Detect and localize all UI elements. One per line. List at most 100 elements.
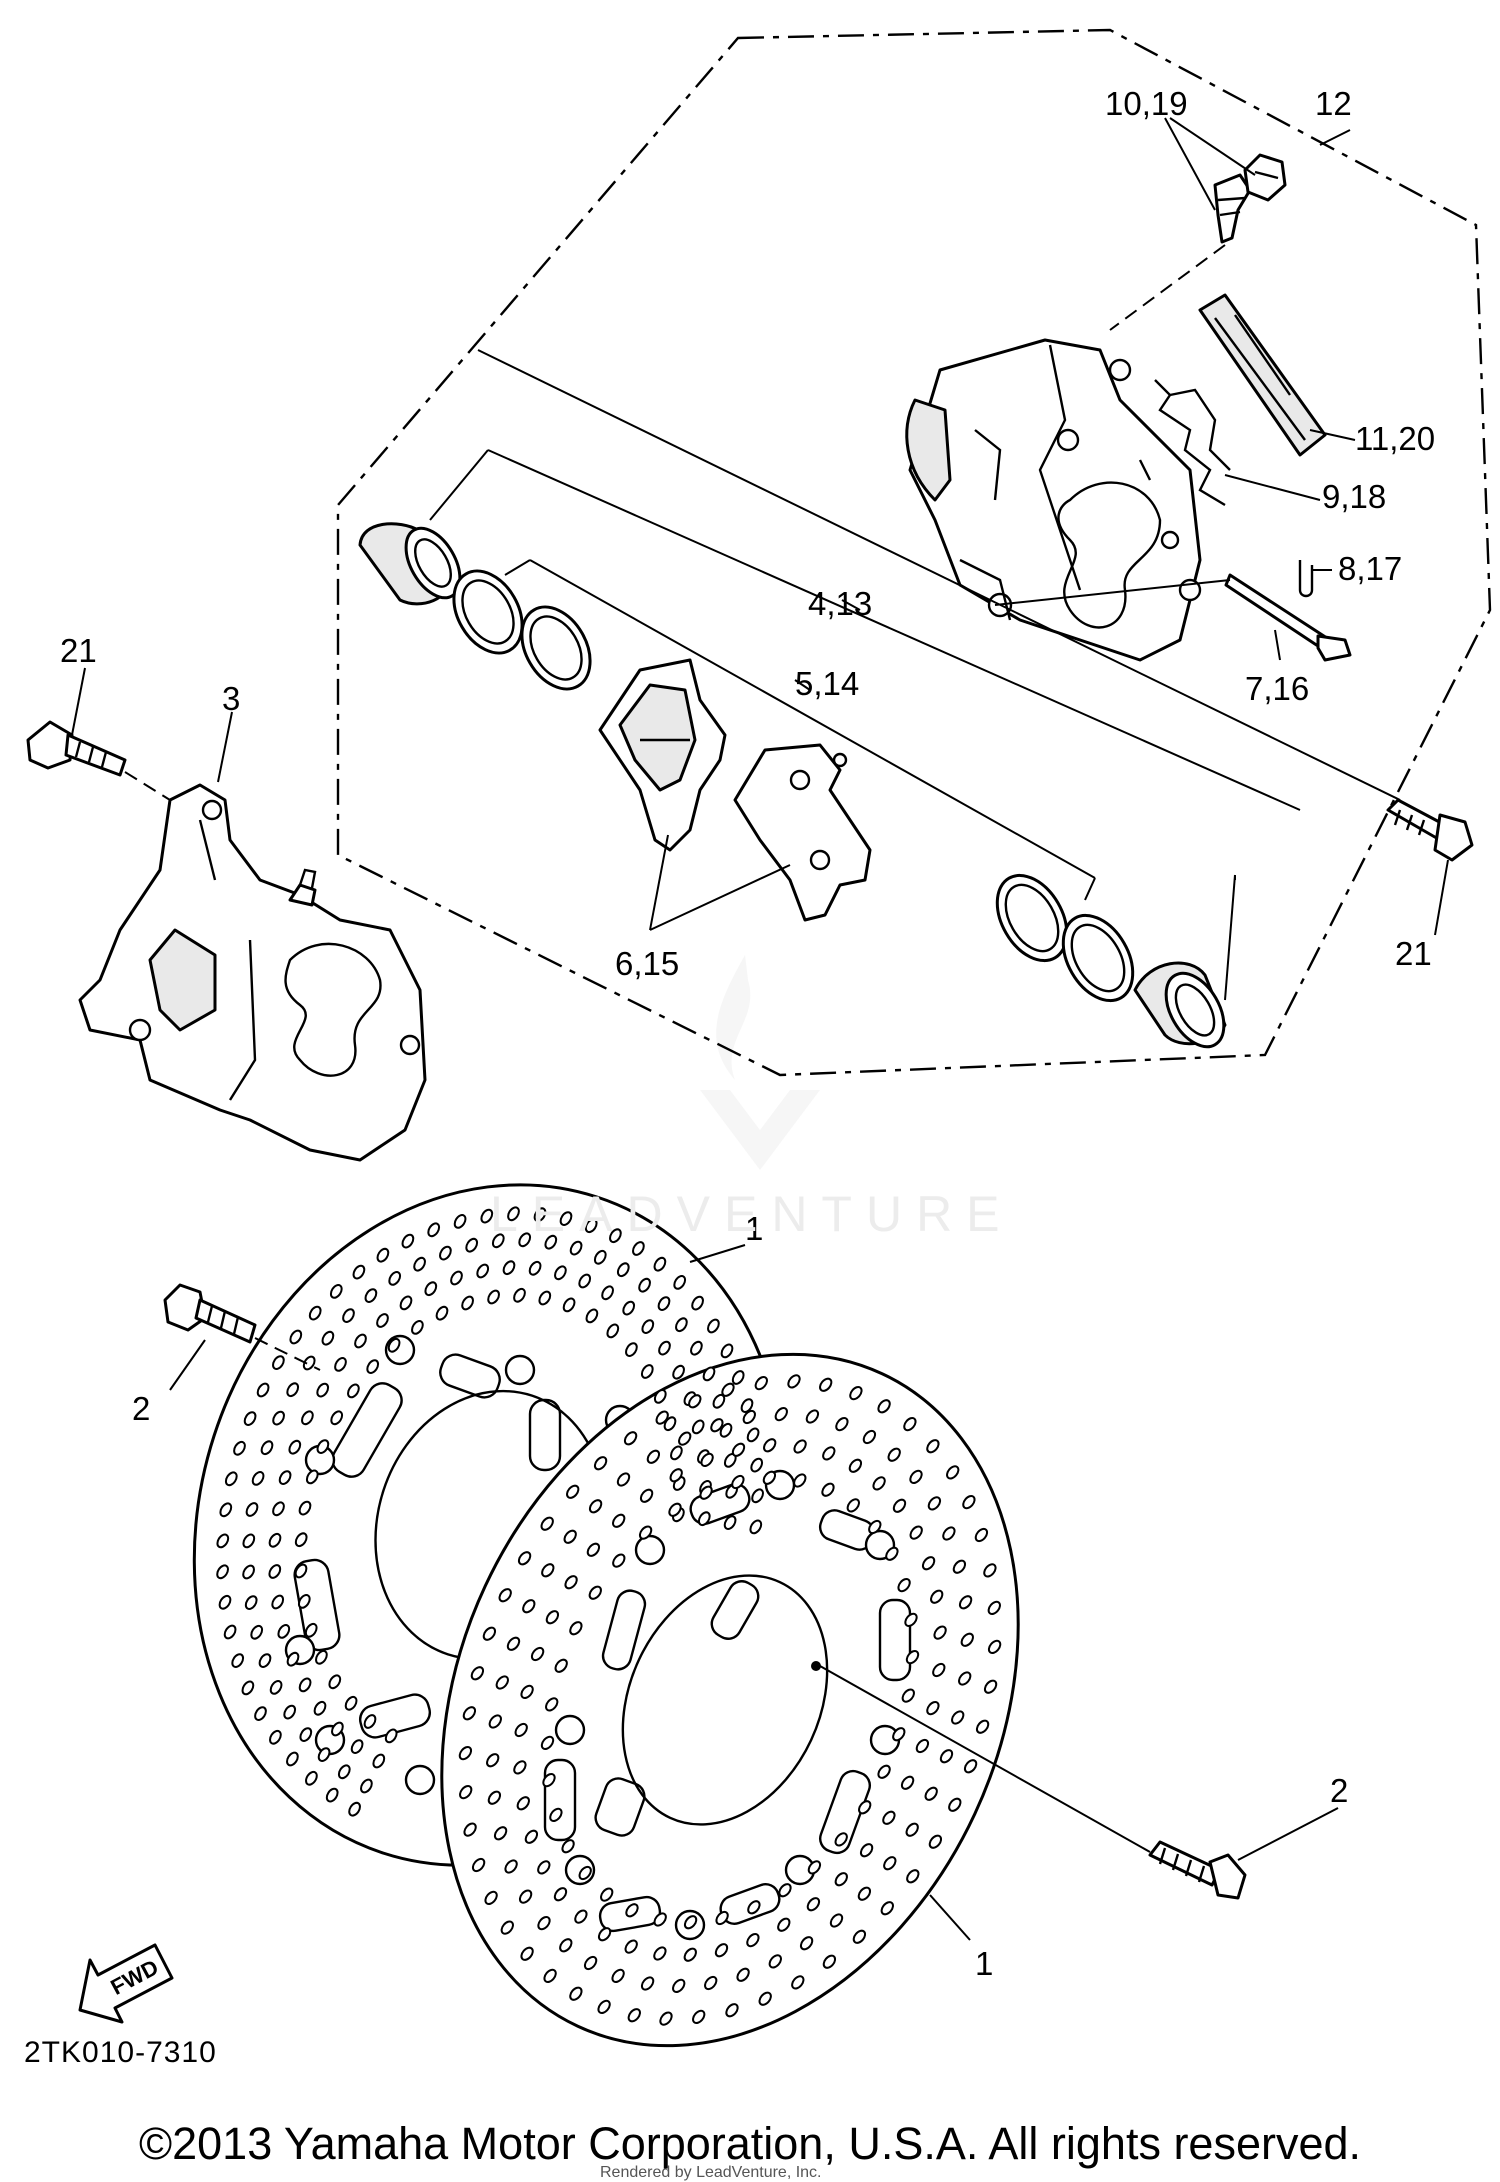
- drilled-hole: [337, 1764, 351, 1780]
- drilled-hole: [624, 1939, 638, 1954]
- drilled-hole: [424, 1281, 438, 1297]
- drilled-hole: [305, 1469, 319, 1485]
- drilled-hole: [883, 1856, 897, 1871]
- drilled-hole: [288, 1439, 302, 1455]
- drilled-hole: [799, 1936, 814, 1951]
- drilled-hole: [305, 1770, 318, 1786]
- callout-4-13: 4,13: [808, 585, 872, 622]
- drilled-hole: [736, 1967, 750, 1982]
- drilled-hole: [299, 1727, 313, 1742]
- drilled-hole: [930, 1589, 944, 1604]
- drilled-hole: [921, 1556, 936, 1571]
- drilled-hole: [951, 1710, 965, 1725]
- drilled-hole: [887, 1447, 901, 1462]
- drilled-hole: [849, 1386, 863, 1401]
- drilled-hole: [742, 1409, 756, 1425]
- drilled-hole: [638, 1277, 651, 1293]
- drilled-hole: [251, 1471, 265, 1486]
- drilled-hole: [545, 1610, 560, 1625]
- drilled-hole: [932, 1662, 946, 1678]
- drilled-hole: [518, 1232, 532, 1248]
- callout-6-15: 6,15: [615, 945, 679, 982]
- drilled-hole: [641, 1319, 655, 1334]
- drilled-hole: [777, 1917, 791, 1932]
- drilled-hole: [411, 1320, 424, 1335]
- drilled-hole: [725, 2003, 739, 2018]
- drilled-hole: [328, 1674, 342, 1690]
- callout-5-14: 5,14: [795, 665, 859, 702]
- drilled-hole: [901, 1688, 915, 1703]
- drilled-hole: [486, 1753, 500, 1768]
- drilled-hole: [241, 1680, 255, 1696]
- drilled-hole: [366, 1359, 380, 1374]
- drilled-hole: [344, 1695, 358, 1711]
- drilled-hole: [224, 1471, 238, 1487]
- drilled-hole: [520, 1946, 534, 1961]
- callout-1-lower: 1: [975, 1945, 993, 1982]
- drilled-hole: [242, 1564, 255, 1580]
- leadventure-flame-logo-icon: [700, 955, 820, 1170]
- drilled-hole: [946, 1465, 960, 1480]
- drilled-hole: [897, 1578, 911, 1593]
- drilled-hole: [269, 1729, 282, 1745]
- drilled-hole: [363, 1714, 377, 1729]
- drilled-hole: [493, 1826, 508, 1841]
- drilled-hole: [975, 1719, 990, 1734]
- drilled-hole: [707, 1318, 720, 1334]
- drilled-hole: [609, 1228, 622, 1244]
- drilled-hole: [569, 1621, 583, 1636]
- drilled-hole: [762, 1470, 777, 1485]
- drilled-hole: [691, 1419, 705, 1435]
- drilled-hole: [882, 1810, 896, 1825]
- drilled-hole: [625, 1342, 638, 1357]
- drilled-hole: [683, 1947, 697, 1962]
- callout-21-left: 21: [60, 632, 97, 669]
- drilled-hole: [507, 1206, 520, 1222]
- drilled-hole: [330, 1410, 344, 1426]
- drilled-hole: [653, 1389, 667, 1404]
- drilled-hole: [678, 1431, 692, 1446]
- drilled-hole: [699, 1485, 713, 1500]
- drilled-hole: [700, 1452, 714, 1467]
- drilled-hole: [277, 1624, 291, 1639]
- drilled-hole: [904, 1612, 918, 1627]
- copyright-notice: ©2013 Yamaha Motor Corporation, U.S.A. A…: [138, 2118, 1362, 2169]
- drilled-hole: [545, 1697, 559, 1712]
- drilled-hole: [559, 1211, 573, 1226]
- drilled-hole: [962, 1495, 976, 1510]
- drilled-hole: [450, 1270, 463, 1286]
- drilled-hole: [533, 1207, 547, 1223]
- drilled-hole: [269, 1680, 283, 1695]
- drilled-hole: [294, 1563, 308, 1579]
- drilled-hole: [675, 1317, 688, 1333]
- drilled-hole: [714, 1943, 729, 1958]
- drilled-hole: [376, 1247, 390, 1263]
- drilled-hole: [465, 1237, 479, 1253]
- drilled-hole: [601, 1285, 614, 1301]
- drilled-hole: [540, 1735, 555, 1750]
- drilled-hole: [543, 1968, 557, 1983]
- drilled-hole: [399, 1295, 413, 1311]
- drilled-hole: [821, 1482, 835, 1497]
- drilled-hole: [459, 1785, 473, 1800]
- drilled-hole: [710, 1418, 724, 1433]
- drilled-hole: [834, 1872, 848, 1887]
- drilled-hole: [672, 1364, 685, 1380]
- drilled-hole: [731, 1370, 745, 1385]
- brake-pad-2: [733, 743, 872, 922]
- drilled-hole: [877, 1764, 891, 1779]
- drilled-hole: [877, 1399, 891, 1414]
- drilled-hole: [286, 1382, 300, 1398]
- drilled-hole: [960, 1632, 974, 1647]
- drilled-hole: [347, 1383, 360, 1399]
- drilled-hole: [297, 1594, 311, 1609]
- drilled-hole: [858, 1800, 872, 1815]
- drilled-hole: [974, 1527, 989, 1543]
- drilled-hole: [835, 1417, 849, 1432]
- callout-12: 12: [1315, 85, 1352, 122]
- drilled-hole: [778, 1883, 792, 1898]
- drilled-hole: [484, 1890, 498, 1905]
- drilled-hole: [926, 1439, 940, 1454]
- drilled-hole: [655, 1410, 669, 1425]
- drilled-hole: [471, 1857, 486, 1873]
